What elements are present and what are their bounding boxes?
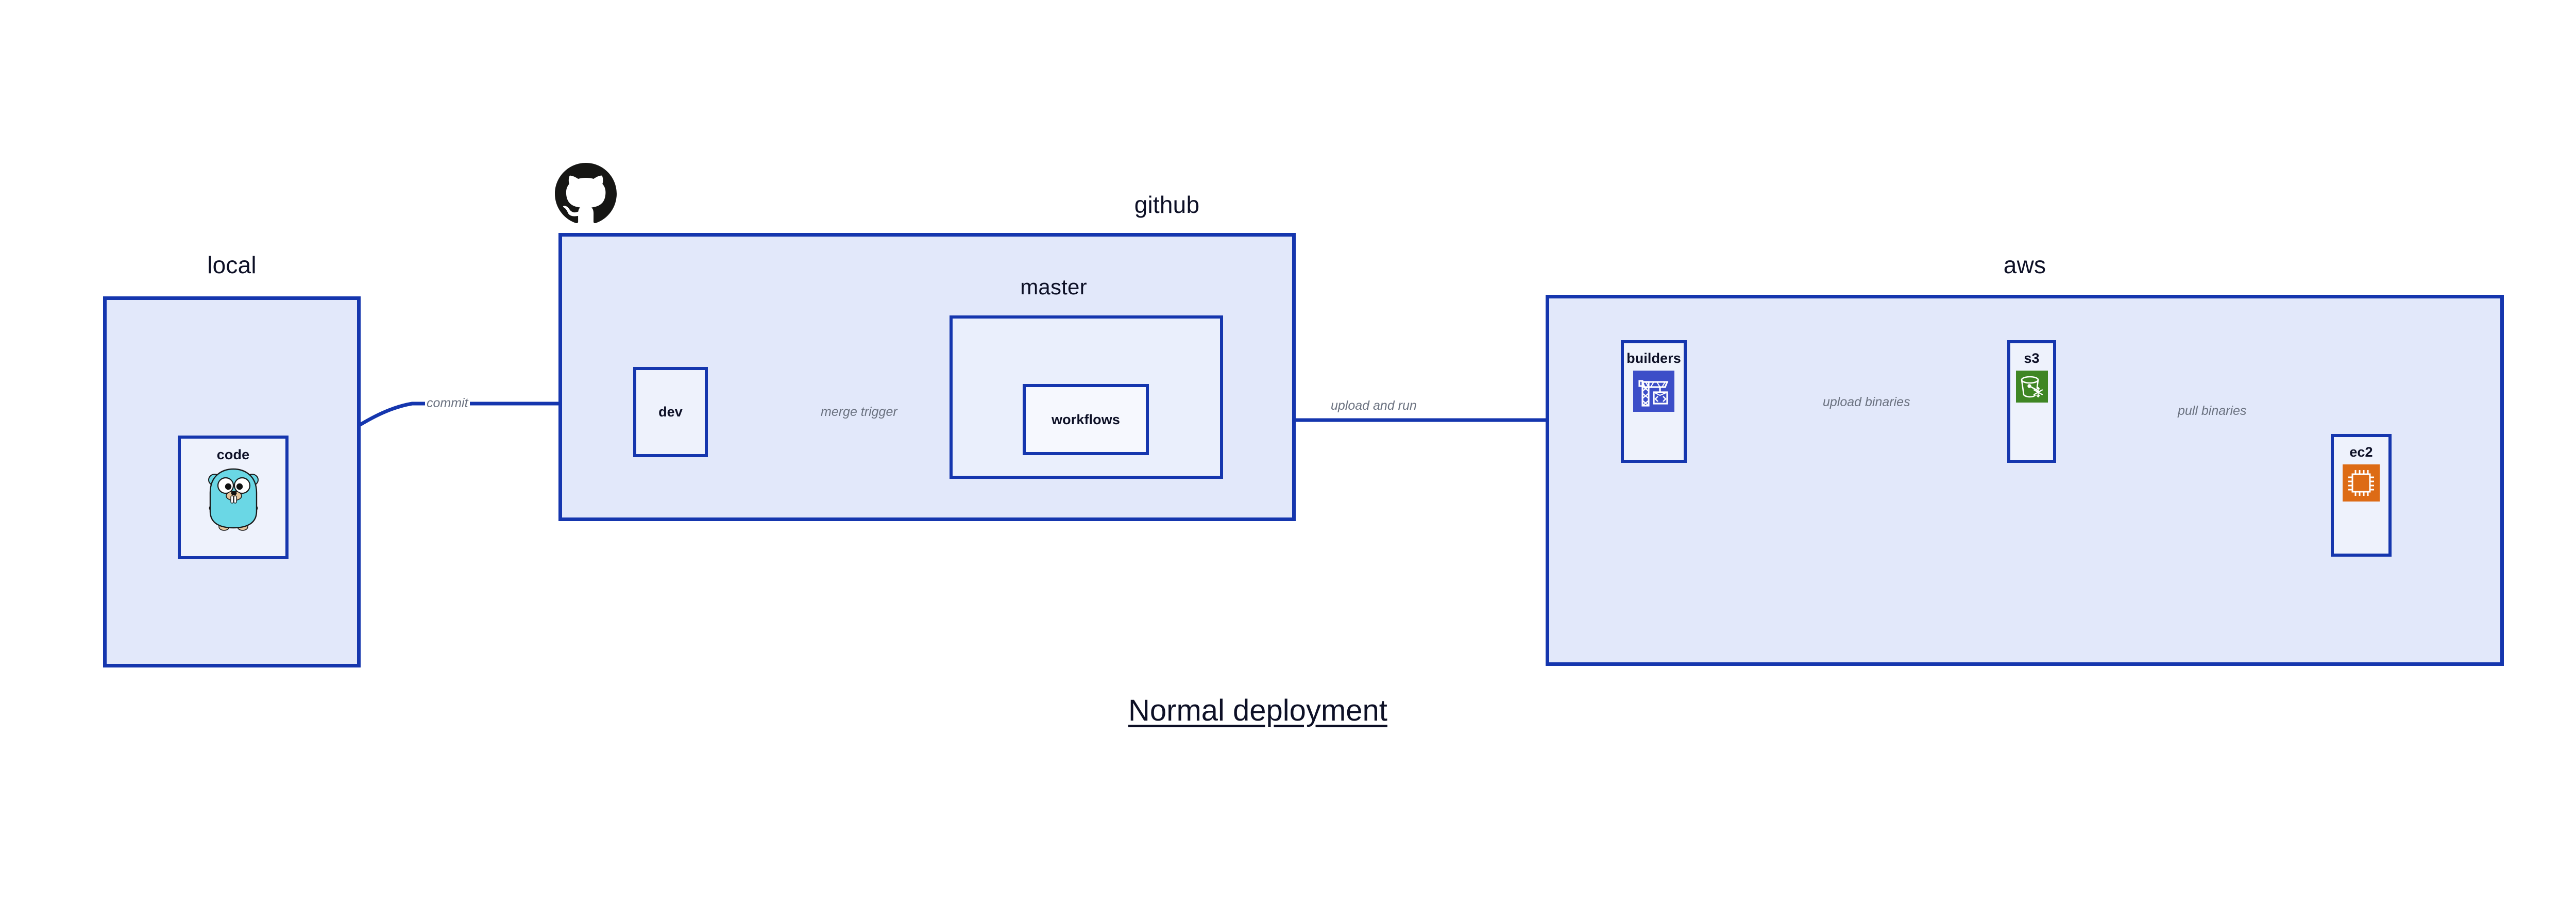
node-workflows[interactable]: workflows xyxy=(1023,384,1149,455)
node-label-dev: dev xyxy=(658,404,683,420)
edge-label-merge-trigger: merge trigger xyxy=(819,406,899,419)
node-label-builders: builders xyxy=(1626,350,1681,366)
edge-label-commit: commit xyxy=(425,397,470,410)
cluster-label-aws: aws xyxy=(2003,252,2046,278)
github-octocat-icon xyxy=(555,163,617,224)
node-dev[interactable]: dev xyxy=(633,367,708,457)
subcluster-label-master: master xyxy=(1020,275,1087,299)
node-s3[interactable]: s3 xyxy=(2007,340,2056,463)
aws-codebuild-icon xyxy=(1633,371,1674,412)
node-label-code: code xyxy=(216,447,250,462)
aws-ec2-icon xyxy=(2343,464,2380,502)
node-label-workflows: workflows xyxy=(1052,411,1120,427)
diagram-title: Normal deployment xyxy=(1128,694,1387,727)
edge-label-pull-binaries: pull binaries xyxy=(2176,405,2248,417)
node-label-ec2: ec2 xyxy=(2349,444,2373,460)
node-code[interactable]: code xyxy=(178,436,289,559)
edge-label-upload-and-run: upload and run xyxy=(1329,399,1418,412)
go-gopher-icon xyxy=(208,468,259,531)
node-builders[interactable]: builders xyxy=(1621,340,1687,463)
edge-label-upload-binaries: upload binaries xyxy=(1821,396,1912,409)
node-ec2[interactable]: ec2 xyxy=(2331,434,2392,557)
cluster-label-local: local xyxy=(207,252,257,278)
cluster-label-github: github xyxy=(1134,191,1200,218)
node-label-s3: s3 xyxy=(2024,350,2040,366)
aws-s3-glacier-icon xyxy=(2015,371,2048,403)
